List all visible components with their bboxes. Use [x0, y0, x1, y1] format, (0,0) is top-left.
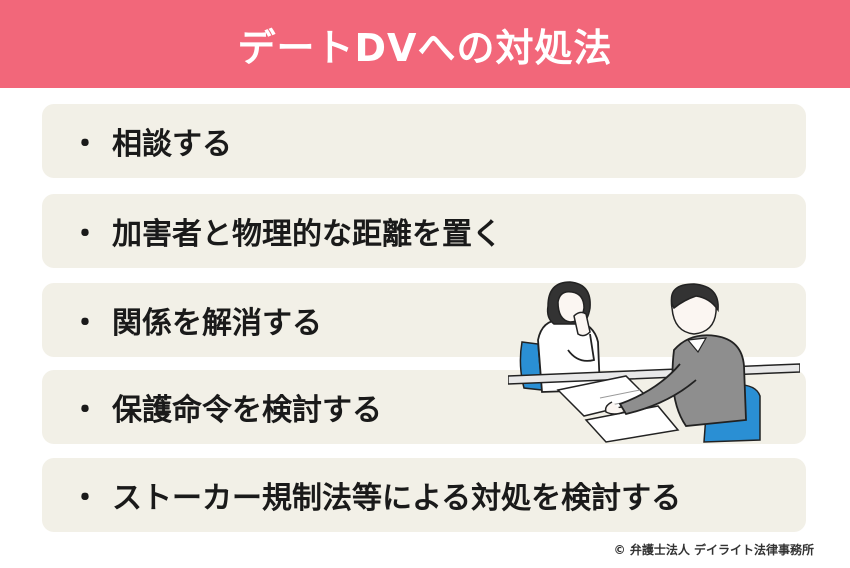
list-item: ・相談する: [42, 104, 806, 178]
consultation-illustration: [508, 281, 800, 443]
page-title: デートDVへの対処法: [237, 25, 613, 70]
bullet-icon: ・: [70, 217, 100, 252]
list-item: ・加害者と物理的な距離を置く: [42, 194, 806, 268]
list-item-label: 関係を解消する: [112, 306, 322, 341]
bullet-icon: ・: [70, 481, 100, 516]
list-item: ・ストーカー規制法等による対処を検討する: [42, 458, 806, 532]
copyright-text: © 弁護士法人 デイライト法律事務所: [613, 543, 814, 557]
bullet-icon: ・: [70, 127, 100, 162]
list-item-label: 保護命令を検討する: [112, 393, 382, 428]
list-item-label: ストーカー規制法等による対処を検討する: [112, 481, 682, 516]
list-item-label: 相談する: [112, 127, 232, 162]
bullet-icon: ・: [70, 306, 100, 341]
bullet-icon: ・: [70, 393, 100, 428]
header-banner: デートDVへの対処法: [0, 0, 850, 88]
list-item-label: 加害者と物理的な距離を置く: [112, 217, 502, 252]
